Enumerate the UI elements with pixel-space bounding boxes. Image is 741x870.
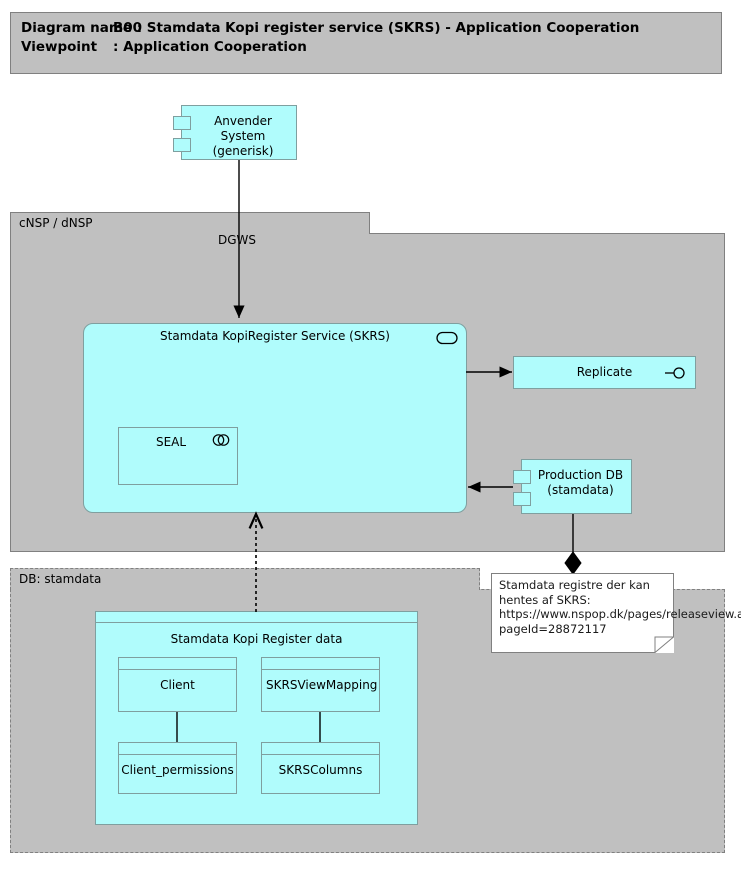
- data-object-client-label: Client: [160, 678, 195, 692]
- element-anvender-system-label: Anvender System (generisk): [212, 114, 274, 158]
- element-skrs-service-label: Stamdata KopiRegister Service (SKRS): [160, 329, 390, 343]
- element-kopi-register-data-label: Stamdata Kopi Register data: [170, 632, 343, 646]
- viewpoint-line: Viewpoint : Application Cooperation: [21, 38, 711, 57]
- application-service-icon: [436, 331, 458, 345]
- data-object-skrscolumns-label: SKRSColumns: [278, 763, 363, 777]
- data-object-skrsviewmapping-label: SKRSViewMapping: [266, 678, 378, 692]
- viewpoint-label: Viewpoint: [21, 39, 98, 55]
- data-object-skrsviewmapping[interactable]: SKRSViewMapping: [261, 657, 380, 712]
- element-anvender-system[interactable]: Anvender System (generisk): [173, 105, 297, 160]
- connector-label-dgws: DGWS: [218, 233, 257, 247]
- diagram-name-line: Diagram name :B00 Stamdata Kopi register…: [21, 19, 711, 38]
- package-cnsp-dnsp-label: cNSP / dNSP: [19, 216, 93, 230]
- data-object-client[interactable]: Client: [118, 657, 237, 712]
- diagram-name-label: Diagram name :: [21, 20, 143, 36]
- package-db-stamdata-tab: DB: stamdata: [10, 568, 480, 590]
- viewpoint-value: : Application Cooperation: [113, 39, 307, 55]
- data-object-header-bar: [262, 743, 379, 755]
- element-production-db[interactable]: Production DB (stamdata): [513, 459, 632, 514]
- package-db-stamdata-label: DB: stamdata: [19, 572, 102, 586]
- note-text: Stamdata registre der kan hentes af SKRS…: [499, 578, 741, 636]
- component-tab-icon: [513, 492, 531, 506]
- element-seal[interactable]: SEAL: [118, 427, 238, 485]
- data-object-client-permissions-label: Client_permissions: [121, 763, 234, 777]
- component-tab-icon: [173, 138, 191, 152]
- element-replicate[interactable]: Replicate: [513, 356, 696, 389]
- note-stamdata-registre[interactable]: Stamdata registre der kan hentes af SKRS…: [491, 573, 741, 653]
- application-collaboration-icon: [211, 433, 231, 447]
- element-replicate-label: Replicate: [576, 365, 633, 379]
- element-seal-label: SEAL: [155, 435, 187, 449]
- element-production-db-label: Production DB (stamdata): [537, 468, 624, 497]
- grouping-header-bar: [96, 612, 417, 623]
- data-object-skrscolumns[interactable]: SKRSColumns: [261, 742, 380, 794]
- application-interface-icon: [665, 366, 687, 380]
- data-object-header-bar: [119, 743, 236, 755]
- package-cnsp-dnsp-tab: cNSP / dNSP: [10, 212, 370, 234]
- data-object-client-permissions[interactable]: Client_permissions: [118, 742, 237, 794]
- component-tab-icon: [513, 470, 531, 484]
- data-object-header-bar: [119, 658, 236, 670]
- data-object-header-bar: [262, 658, 379, 670]
- diagram-name-value: B00 Stamdata Kopi register service (SKRS…: [113, 20, 640, 36]
- diagram-title-block: Diagram name :B00 Stamdata Kopi register…: [10, 12, 722, 74]
- component-tab-icon: [173, 116, 191, 130]
